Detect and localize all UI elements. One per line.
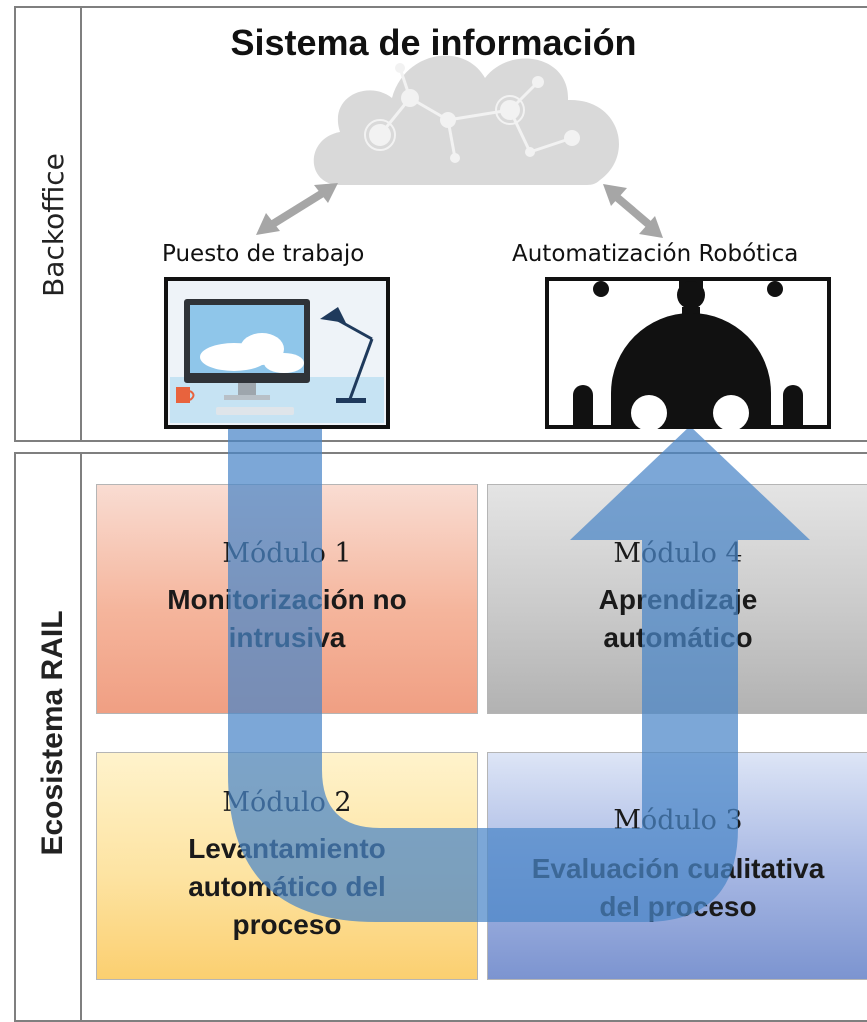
robot-icon xyxy=(545,277,831,429)
diagram-title: Sistema de información xyxy=(230,22,637,63)
cloud-network-icon xyxy=(313,55,619,185)
double-arrow-icon xyxy=(603,184,663,238)
backoffice-lane xyxy=(14,6,867,442)
lane-divider-top xyxy=(80,6,82,442)
robotic-label: Automatización Robótica xyxy=(512,241,799,267)
double-arrow-icon xyxy=(256,183,338,235)
workstation-label: Puesto de trabajo xyxy=(162,241,365,267)
lane-divider-bottom xyxy=(80,452,82,1022)
desktop-workstation-icon xyxy=(164,277,390,429)
